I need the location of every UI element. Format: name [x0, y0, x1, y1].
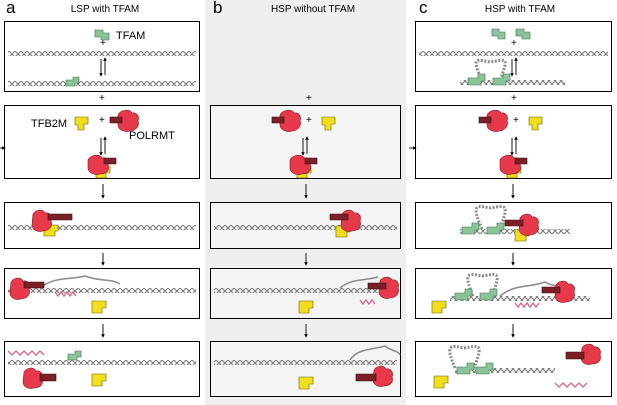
rna-transcript [359, 298, 376, 306]
dna-bubble [339, 276, 379, 289]
dna-strand [419, 51, 608, 56]
tfb2m-protein [433, 375, 449, 389]
polrmt-protein [47, 213, 73, 221]
tfb2m-protein [298, 300, 314, 314]
panel-letter-a: a [6, 0, 16, 17]
tfb2m-protein [431, 300, 447, 314]
panel-title-b: HSP without TFAM [270, 4, 356, 15]
rna-transcript [554, 382, 588, 388]
arrows [0, 57, 518, 338]
polrmt-protein [39, 373, 57, 382]
tfam-protein [475, 362, 494, 375]
dna-strand [455, 368, 555, 373]
tfam-protein [65, 76, 80, 87]
tfam-proteins [65, 28, 531, 375]
polrmt-protein [378, 276, 399, 299]
dna-strand [214, 225, 397, 230]
panel-title-a: LSP with TFAM [70, 4, 140, 15]
tfam-protein [67, 350, 82, 361]
dna-strand [450, 296, 590, 301]
plus-sign: + [511, 93, 517, 104]
tfam-protein [94, 29, 110, 41]
polrmt-protein [117, 109, 139, 132]
box-b-5 [210, 341, 401, 397]
tfam-protein [467, 73, 486, 86]
polrmt-proteins [9, 109, 601, 389]
box-c-4 [415, 268, 612, 319]
tfb2m-protein [321, 116, 336, 131]
label-tfam: TFAM [116, 30, 146, 42]
tfam-protein [461, 222, 480, 235]
dna-loop [448, 345, 481, 369]
rna-transcript [7, 350, 45, 356]
polrmt-protein [367, 282, 387, 290]
tfam-protein [456, 362, 475, 375]
polrmt-protein [541, 286, 561, 294]
tfam-protein [454, 288, 473, 301]
plus-sign: + [99, 93, 105, 104]
polrmt-protein [31, 209, 52, 232]
rna-transcripts [7, 290, 588, 388]
tfam-protein [491, 28, 506, 40]
dna-strand [214, 288, 397, 293]
polrmt-protein [87, 154, 109, 175]
polrmt-protein [518, 213, 539, 236]
polrmt-protein [355, 373, 377, 382]
polrmt-protein [329, 213, 349, 221]
plus-sign: + [513, 115, 519, 126]
plus-sign: + [511, 38, 517, 49]
tfb2m-protein [91, 373, 107, 387]
tfam-protein [492, 73, 511, 86]
rna-transcript [54, 290, 77, 298]
polrmt-protein [340, 209, 361, 232]
polrmt-protein [9, 277, 30, 300]
polrmt-protein [565, 351, 585, 360]
dna-bubble [349, 345, 401, 361]
polrmt-protein [514, 157, 528, 165]
plus-sign: + [306, 93, 312, 104]
polrmt-protein [271, 116, 285, 124]
polrmt-protein [103, 157, 117, 165]
dna-strand [214, 360, 397, 365]
label-tfb2m: TFB2M [31, 118, 68, 130]
tfam-protein [479, 288, 498, 301]
dna-bubble [39, 275, 121, 289]
polrmt-protein [372, 365, 393, 387]
polrmt-protein [23, 281, 45, 289]
panel-letter-c: c [419, 0, 428, 17]
panel-title-c: HSP with TFAM [484, 4, 556, 15]
polrmt-protein [304, 157, 318, 165]
dna-strand [8, 288, 196, 293]
plus-sign: + [100, 38, 106, 49]
dna-strand [8, 81, 196, 86]
tfam-protein [515, 28, 531, 40]
polrmt-protein [22, 367, 43, 389]
tfb2m-protein [74, 116, 89, 131]
label-polrmt: POLRMT [129, 130, 175, 142]
polrmt-protein [504, 219, 524, 227]
dna-strand [8, 360, 196, 365]
dna-strand [8, 225, 196, 230]
polrmt-protein [109, 116, 123, 124]
dna-loops [448, 58, 507, 369]
plus-sign: + [306, 115, 312, 126]
panel-letter-b: b [213, 0, 223, 17]
tfb2m-protein [91, 300, 107, 314]
polrmt-protein [554, 280, 575, 303]
dna-strand [8, 51, 196, 56]
polrmt-protein [486, 109, 508, 132]
polrmt-protein [279, 109, 301, 132]
plus-sign: + [99, 115, 105, 126]
tfam-protein [486, 222, 505, 235]
rna-transcript [514, 301, 540, 309]
dna-loop [474, 58, 507, 81]
dna-loop [474, 205, 507, 230]
tfb2m-protein [528, 116, 543, 131]
tfb2m-protein [298, 376, 314, 390]
polrmt-protein [580, 343, 601, 365]
polrmt-protein [478, 116, 492, 124]
dna-strand [460, 80, 565, 85]
